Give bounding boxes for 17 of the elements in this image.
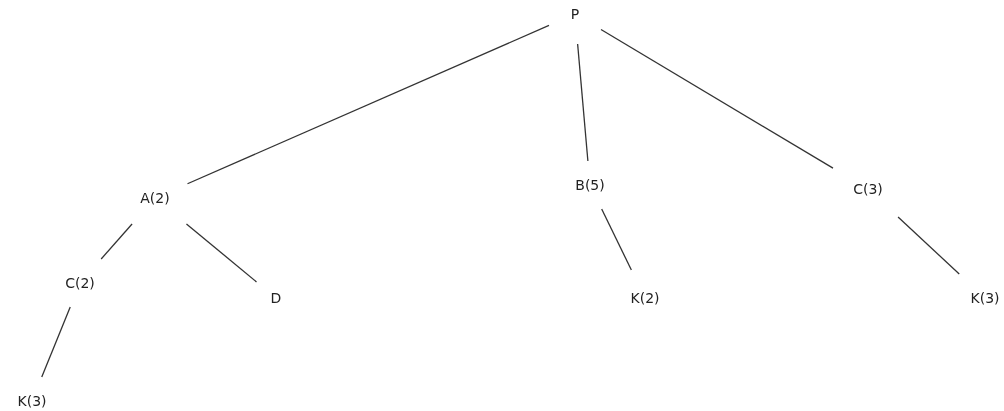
node-label: C(3) <box>853 181 883 197</box>
tree-branch-line <box>41 306 71 378</box>
node-label: A(2) <box>140 190 170 206</box>
node-label: K(2) <box>630 290 660 306</box>
tree-branch-line <box>185 223 258 283</box>
tree-branch-line <box>601 208 632 271</box>
node-label: P <box>570 6 580 22</box>
tree-branch-line <box>186 24 550 185</box>
node-label: B(5) <box>575 177 605 193</box>
node-label: K(3) <box>970 290 1000 306</box>
tree-branch-line <box>577 43 589 162</box>
node-label: K(3) <box>17 393 47 409</box>
tree-branch-line <box>600 28 834 169</box>
node-label: D <box>270 290 282 306</box>
tree-branch-line <box>897 216 960 275</box>
tree-branch-line <box>100 223 133 260</box>
node-label: C(2) <box>65 275 95 291</box>
